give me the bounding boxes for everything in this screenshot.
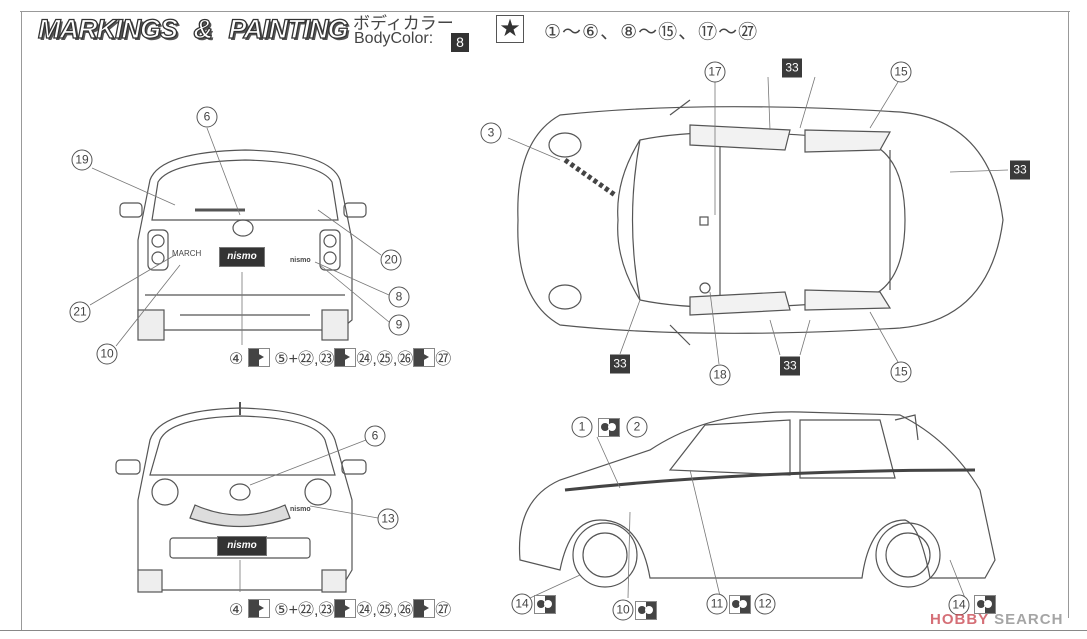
body-color-number: 8 [451,33,469,52]
overlap-icon [413,348,436,367]
body-color-label: BodyColor: [354,30,434,47]
callout-side-11: 11 [706,593,728,615]
seq-c: ㉔,㉕,㉖ [356,602,414,619]
callout-side-14: 14 [511,593,533,615]
callout-rear-21: 21 [69,301,91,323]
decal-pair-icon [635,601,657,620]
top-view-car [507,76,1009,365]
seq-d: ㉗ [435,602,452,619]
overlap-icon [247,348,270,367]
seq-d: ㉗ [435,351,452,368]
section-title: MARKINGS & PAINTING [37,13,349,44]
decal-pair-icon [598,418,620,437]
decal-nismo-plate-rear: nismo [219,247,265,267]
callout-top-17: 17 [704,61,726,83]
callout-side-12: 12 [754,593,776,615]
callout-rear-10: 10 [96,343,118,365]
callout-front-6: 6 [364,425,386,447]
decal-pair-icon [974,595,996,614]
front-view-car [115,402,379,593]
callout-top-15b: 15 [890,361,912,383]
paint-box-33: 33 [610,354,630,374]
callout-rear-8: 8 [388,286,410,308]
rear-view-car [89,127,390,347]
frame-bottom [0,630,1087,631]
callout-rear-20: 20 [380,249,402,271]
decal-pair-icon [729,595,751,614]
paint-box-33: 33 [782,58,802,78]
paint-box-33: 33 [1010,160,1030,180]
callout-side-10: 10 [612,599,634,621]
seq-a: ④ [229,602,244,619]
callout-top-3: 3 [480,122,502,144]
seq-b: ⑤+㉒,㉓ [274,351,335,368]
side-view-car [518,411,996,599]
paint-box-33: 33 [780,356,800,376]
watermark-rest: SEARCH [994,611,1064,628]
overlap-icon [413,599,436,618]
watermark: HOBBY SEARCH [930,611,1063,628]
rear-decal-sequence: ④ ⑤+㉒,㉓ ㉔,㉕,㉖ ㉗ [229,345,451,369]
frame-right [1068,11,1069,618]
overlap-icon [334,599,357,618]
callout-rear-19: 19 [71,149,93,171]
callout-top-18: 18 [709,364,731,386]
body-color-label-jp: ボディカラー [353,14,454,33]
callout-top-15: 15 [890,61,912,83]
seq-a: ④ [229,351,244,368]
decal-nismo-small-front: nismo [290,506,311,513]
frame-left [21,11,22,631]
callout-side-2: 2 [626,416,648,438]
callout-rear-9: 9 [388,314,410,336]
front-decal-sequence: ④ ⑤+㉒,㉓ ㉔,㉕,㉖ ㉗ [229,596,451,620]
seq-b: ⑤+㉒,㉓ [274,602,335,619]
callout-side-14b: 14 [948,594,970,616]
overlap-icon [334,348,357,367]
frame-top [20,11,1070,12]
callout-side-1: 1 [571,416,593,438]
decal-pair-icon [534,595,556,614]
decal-nismo-small-rear: nismo [290,257,311,264]
seq-c: ㉔,㉕,㉖ [356,351,414,368]
watermark-brand: HOBBY [930,611,989,628]
callout-front-13: 13 [377,508,399,530]
star-decal-list: ①～⑥、⑧～⑮、⑰～㉗ [544,22,759,43]
decal-march: MARCH [172,249,202,258]
callout-rear-6: 6 [196,106,218,128]
decal-nismo-plate-front: nismo [217,536,267,556]
overlap-icon [247,599,270,618]
star-icon: ★ [496,15,524,43]
